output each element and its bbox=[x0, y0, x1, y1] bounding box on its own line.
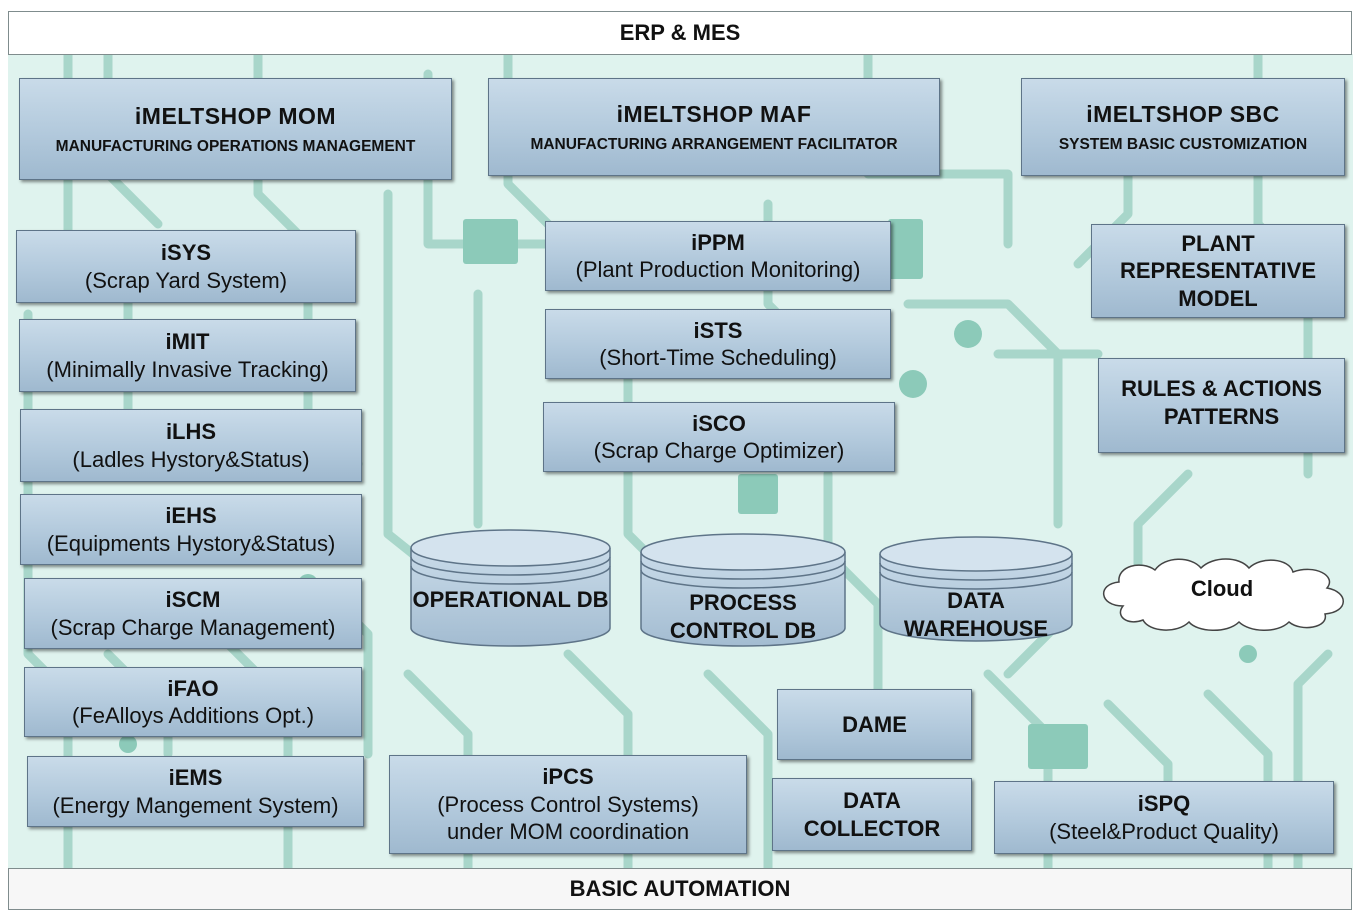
db-label: OPERATIONAL DB bbox=[412, 587, 609, 612]
box-title: PLANT REPRESENTATIVE MODEL bbox=[1120, 230, 1316, 311]
box-title: iSTS bbox=[693, 317, 743, 343]
box-title: iMIT bbox=[165, 329, 210, 354]
box-title: iMELTSHOP MAF bbox=[616, 100, 812, 127]
box-subtitle: (Minimally Invasive Tracking) bbox=[46, 356, 329, 382]
box-subtitle: (Ladles Hystory&Status) bbox=[72, 446, 310, 472]
cylinder-icon bbox=[879, 536, 1073, 642]
db-label: DATA WAREHOUSE bbox=[903, 588, 1049, 641]
box-title: iSYS bbox=[160, 240, 212, 265]
basic-automation-band: BASIC AUTOMATION bbox=[8, 868, 1352, 910]
box-subtitle: MANUFACTURING OPERATIONS MANAGEMENT bbox=[55, 137, 416, 155]
box-title: iLHS bbox=[165, 419, 217, 444]
ippm-box[interactable]: iPPM (Plant Production Monitoring) bbox=[545, 221, 891, 291]
data-collector-box[interactable]: DATA COLLECTOR bbox=[772, 778, 972, 851]
data-warehouse-cylinder[interactable]: DATA WAREHOUSE bbox=[879, 532, 1073, 644]
box-subtitle: (Scrap Charge Optimizer) bbox=[593, 438, 845, 463]
cloud-icon bbox=[1102, 558, 1344, 631]
box-subtitle: (Process Control Systems) bbox=[437, 791, 699, 817]
isco-box[interactable]: iSCO (Scrap Charge Optimizer) bbox=[543, 402, 895, 472]
rules-actions-patterns-box[interactable]: RULES & ACTIONS PATTERNS bbox=[1098, 358, 1345, 453]
plant-representative-model-box[interactable]: PLANT REPRESENTATIVE MODEL bbox=[1091, 224, 1345, 318]
imeltshop-mom-box[interactable]: iMELTSHOP MOM MANUFACTURING OPERATIONS M… bbox=[19, 78, 452, 180]
box-subtitle: MANUFACTURING ARRANGEMENT FACILITATOR bbox=[530, 135, 898, 153]
box-title: iPPM bbox=[691, 229, 745, 255]
box-title: iMELTSHOP SBC bbox=[1086, 100, 1280, 127]
process-control-db-cylinder[interactable]: PROCESS CONTROL DB bbox=[640, 530, 846, 648]
box-subtitle: (FeAlloys Additions Opt.) bbox=[71, 703, 315, 728]
box-subtitle: (Equipments Hystory&Status) bbox=[46, 530, 336, 556]
box-title: iMELTSHOP MOM bbox=[134, 102, 337, 129]
box-title: iSCO bbox=[692, 410, 746, 436]
cylinder-icon bbox=[640, 533, 846, 647]
box-subtitle: (Short-Time Scheduling) bbox=[599, 345, 837, 370]
erp-mes-band: ERP & MES bbox=[8, 11, 1352, 55]
cloud-shape[interactable]: Cloud bbox=[1093, 554, 1351, 632]
box-title: iEMS bbox=[168, 765, 223, 790]
ipcs-box[interactable]: iPCS (Process Control Systems) under MOM… bbox=[389, 755, 747, 854]
iehs-box[interactable]: iEHS (Equipments Hystory&Status) bbox=[20, 494, 362, 565]
box-title: iEHS bbox=[165, 503, 217, 528]
imeltshop-maf-box[interactable]: iMELTSHOP MAF MANUFACTURING ARRANGEMENT … bbox=[488, 78, 940, 176]
ists-box[interactable]: iSTS (Short-Time Scheduling) bbox=[545, 309, 891, 379]
ilhs-box[interactable]: iLHS (Ladles Hystory&Status) bbox=[20, 409, 362, 482]
ifao-box[interactable]: iFAO (FeAlloys Additions Opt.) bbox=[24, 667, 362, 737]
box-title: RULES & ACTIONS PATTERNS bbox=[1121, 376, 1322, 429]
dame-box[interactable]: DAME bbox=[777, 689, 972, 760]
operational-db-cylinder[interactable]: OPERATIONAL DB bbox=[410, 526, 611, 648]
box-subtitle-line2: under MOM coordination bbox=[446, 819, 690, 845]
db-label: PROCESS CONTROL DB bbox=[669, 590, 817, 643]
imeltshop-sbc-box[interactable]: iMELTSHOP SBC SYSTEM BASIC CUSTOMIZATION bbox=[1021, 78, 1345, 176]
box-subtitle: (Scrap Charge Management) bbox=[50, 614, 336, 640]
box-subtitle: (Steel&Product Quality) bbox=[1049, 818, 1279, 844]
isys-box[interactable]: iSYS (Scrap Yard System) bbox=[16, 230, 356, 303]
iscm-box[interactable]: iSCM (Scrap Charge Management) bbox=[24, 578, 362, 649]
iems-box[interactable]: iEMS (Energy Mangement System) bbox=[27, 756, 364, 827]
box-subtitle: (Energy Mangement System) bbox=[52, 792, 339, 818]
box-title: iPCS bbox=[542, 764, 594, 790]
imit-box[interactable]: iMIT (Minimally Invasive Tracking) bbox=[19, 319, 356, 392]
box-title: iFAO bbox=[167, 675, 219, 701]
cylinder-icon bbox=[410, 529, 611, 647]
box-subtitle: (Plant Production Monitoring) bbox=[575, 257, 861, 282]
box-title: DATA COLLECTOR bbox=[803, 788, 941, 841]
box-title: DAME bbox=[842, 711, 907, 737]
box-subtitle: SYSTEM BASIC CUSTOMIZATION bbox=[1058, 135, 1308, 153]
cloud-label: Cloud bbox=[1190, 576, 1254, 601]
box-subtitle: (Scrap Yard System) bbox=[84, 267, 288, 293]
box-title: iSCM bbox=[165, 587, 221, 612]
box-title: iSPQ bbox=[1137, 791, 1191, 816]
ispq-box[interactable]: iSPQ (Steel&Product Quality) bbox=[994, 781, 1334, 854]
